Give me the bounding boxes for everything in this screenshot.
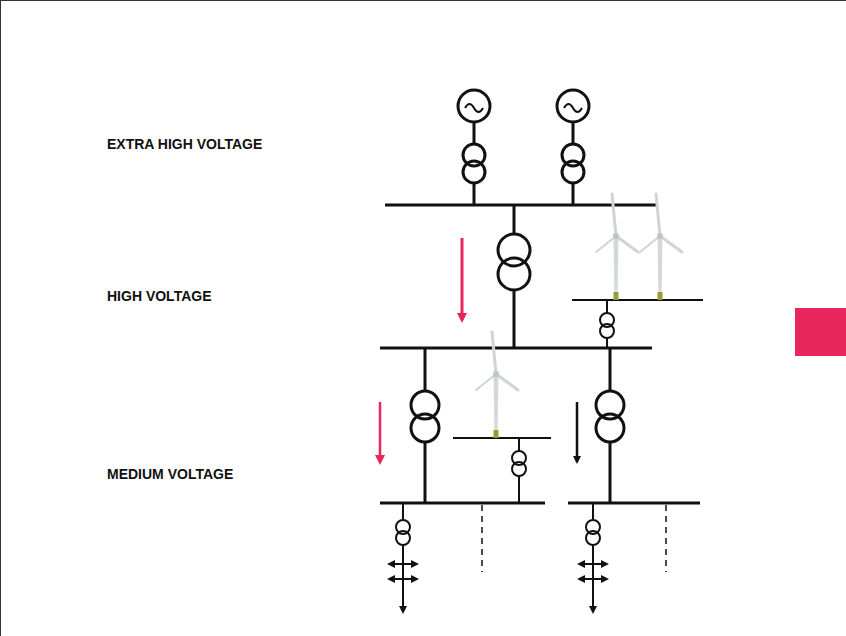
voltage-level-label: HIGH VOLTAGE: [107, 288, 211, 304]
voltage-level-label: EXTRA HIGH VOLTAGE: [107, 136, 262, 152]
voltage-level-label: MEDIUM VOLTAGE: [107, 466, 233, 482]
